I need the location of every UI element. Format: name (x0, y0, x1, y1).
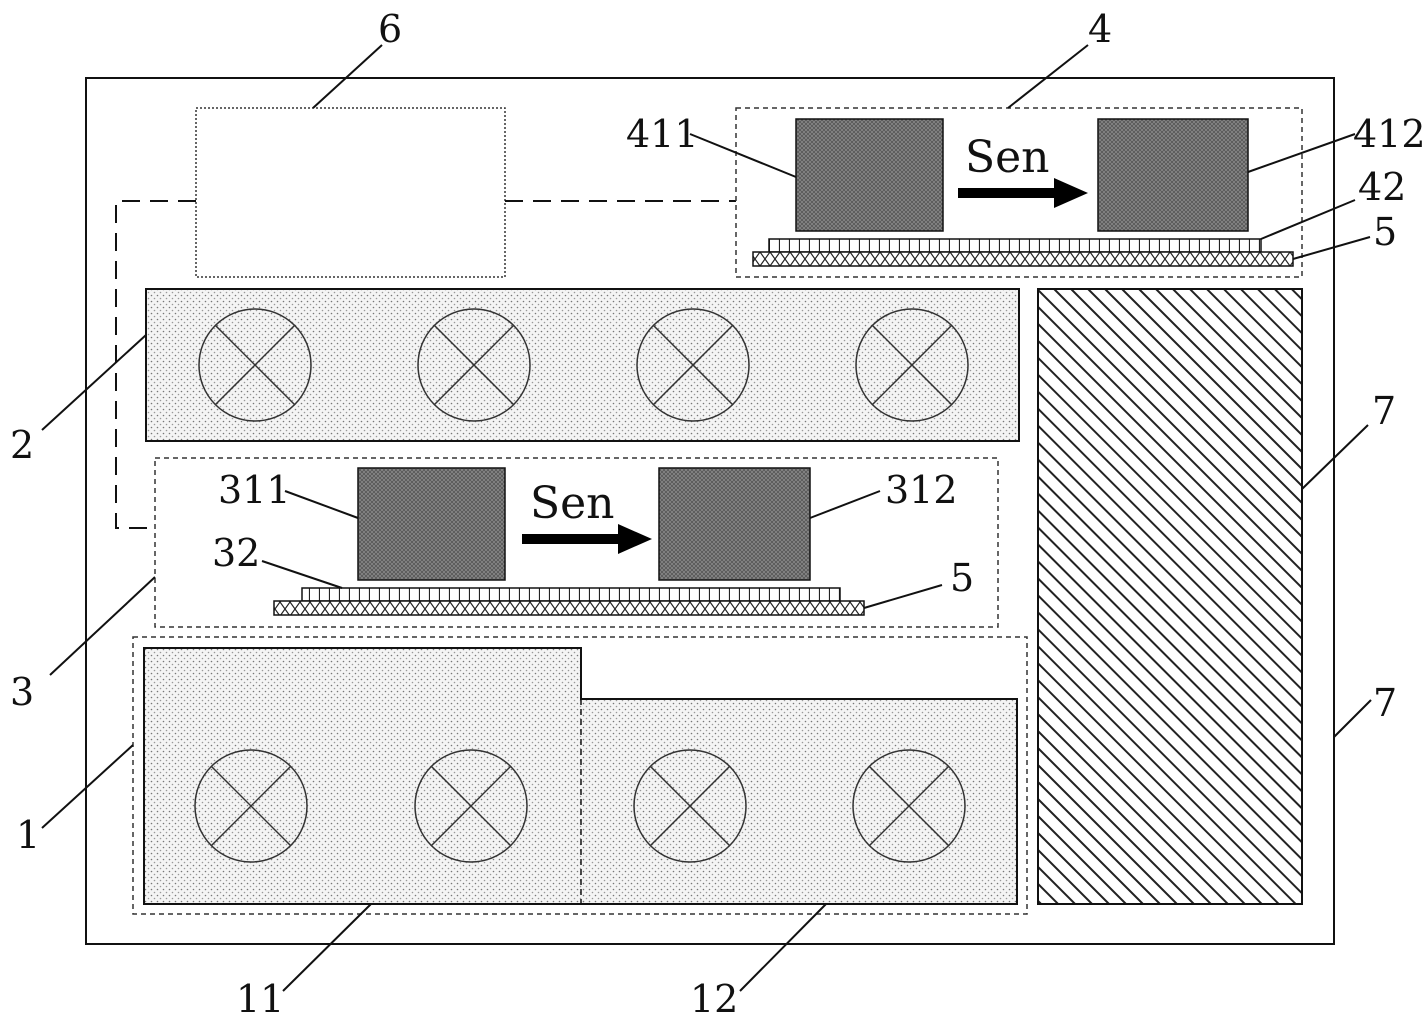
label-4: 4 (1088, 7, 1112, 51)
label-1: 1 (16, 813, 40, 857)
label-311: 311 (218, 468, 291, 512)
label-12: 12 (690, 977, 738, 1021)
sensor-411 (795, 118, 944, 232)
label-42: 42 (1358, 165, 1406, 209)
sensor-311 (357, 467, 506, 581)
label-11: 11 (236, 977, 284, 1021)
arrow-top-icon (958, 178, 1088, 208)
dashed-connection-left (115, 200, 196, 529)
label-7-upper: 7 (1372, 389, 1396, 433)
fan-icon (414, 749, 528, 863)
label-7-lower: 7 (1373, 681, 1397, 725)
label-412: 412 (1353, 112, 1426, 156)
leader-lines (41, 44, 1372, 992)
sensor-group-3-box (154, 457, 999, 628)
fan-panel-outline (143, 647, 1018, 905)
fan-icon (855, 308, 969, 422)
sensor-group-4-box (735, 107, 1303, 278)
sensor-412 (1097, 118, 1249, 232)
fan-icon (633, 749, 747, 863)
layer-5-middle (273, 600, 865, 616)
fan-icon (198, 308, 312, 422)
label-2: 2 (10, 423, 34, 467)
fan-icon (417, 308, 531, 422)
layer-32 (301, 587, 841, 602)
sen-label-middle: Sen (530, 478, 615, 529)
sen-label-top: Sen (965, 132, 1050, 183)
fan-row-2 (198, 308, 969, 422)
label-411: 411 (626, 112, 699, 156)
fan-icon (194, 749, 308, 863)
fan-panel-2 (145, 288, 1020, 442)
fan-panel-11 (144, 648, 581, 904)
label-5-top: 5 (1373, 210, 1397, 254)
battery-block-7 (1037, 288, 1303, 905)
outer-frame (85, 77, 1335, 945)
label-32: 32 (212, 531, 260, 575)
label-5-middle: 5 (950, 556, 974, 600)
sensor-312 (658, 467, 811, 581)
label-3: 3 (10, 670, 34, 714)
fan-panel-12 (581, 699, 1017, 904)
label-6: 6 (378, 7, 402, 51)
arrow-middle-icon (522, 524, 652, 554)
controller-box-6 (195, 107, 506, 278)
fan-icon (852, 749, 966, 863)
fan-icon (636, 308, 750, 422)
layer-42 (768, 238, 1262, 253)
fan-row-1 (194, 749, 966, 863)
layer-5-top (752, 251, 1294, 267)
label-312: 312 (885, 468, 958, 512)
